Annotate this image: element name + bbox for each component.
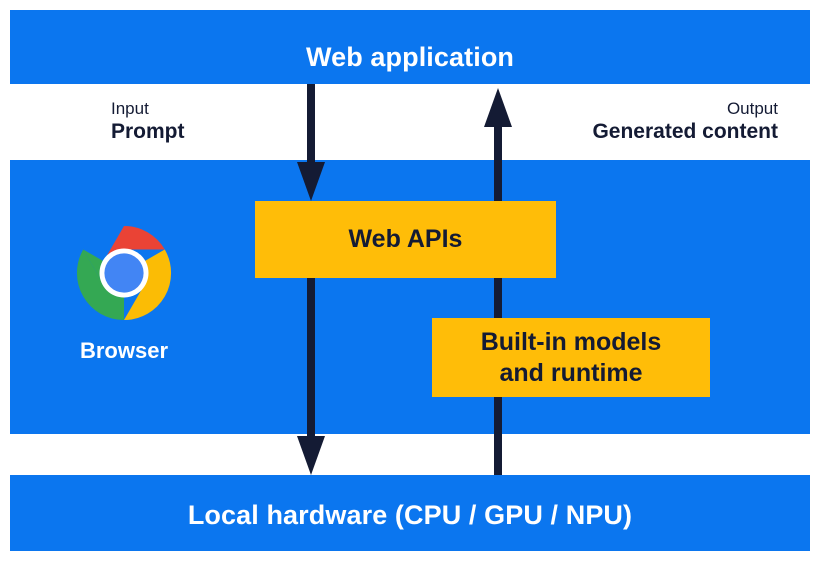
arrow-prompt-down-to-web-apis [297, 84, 325, 201]
flow-output-value: Generated content [592, 120, 778, 144]
flow-label-output: Output Generated content [592, 99, 778, 144]
arrow-generated-content-up-to-web-application [484, 88, 512, 478]
flow-output-kind: Output [726, 99, 778, 118]
box-web-apis[interactable]: Web APIs [255, 201, 556, 278]
band-local-hardware: Local hardware (CPU / GPU / NPU) [10, 475, 810, 551]
band-web-application: Web application [10, 10, 810, 84]
flow-input-kind: Input [111, 99, 149, 118]
browser-group: Browser [63, 224, 185, 362]
flow-input-value: Prompt [111, 120, 185, 144]
box-built-in-models[interactable]: Built-in models and runtime [432, 318, 710, 397]
box-built-in-models-label: Built-in models and runtime [481, 327, 662, 388]
band-web-application-label: Web application [305, 42, 515, 72]
flow-label-input: Input Prompt [111, 99, 185, 144]
box-built-in-models-line1: Built-in models [480, 328, 662, 356]
arrow-prompt-down-to-local-hardware [297, 278, 325, 475]
browser-label: Browser [79, 338, 169, 363]
box-web-apis-label: Web APIs [348, 225, 463, 253]
band-local-hardware-label: Local hardware (CPU / GPU / NPU) [187, 500, 633, 530]
box-built-in-models-line2: and runtime [499, 358, 643, 387]
chrome-logo-icon [76, 225, 172, 321]
